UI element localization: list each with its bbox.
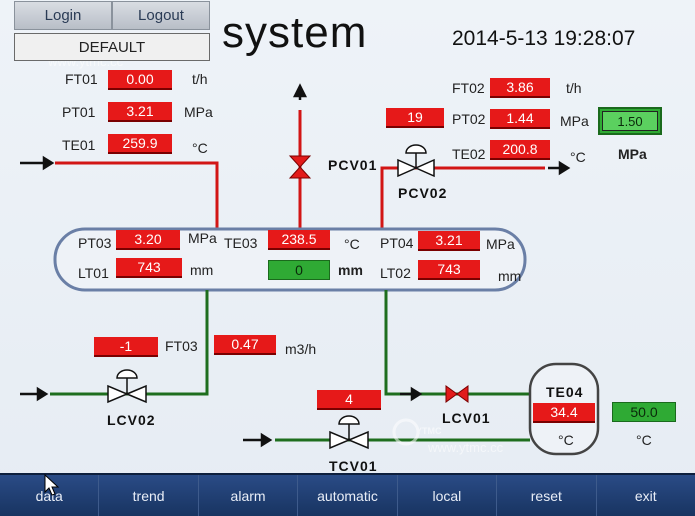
mode-display: DEFAULT (14, 33, 210, 61)
lt01-value[interactable]: 743 (116, 258, 182, 278)
pcv02-output-value[interactable]: 19 (386, 108, 444, 128)
lcv01-label: LCV01 (442, 410, 491, 426)
te03-unit: °C (344, 236, 360, 252)
pcv02-valve-icon (397, 144, 435, 178)
nav-reset-button[interactable]: reset (497, 475, 597, 516)
lcv01-valve-icon (445, 385, 469, 403)
pt03-label: PT03 (78, 235, 112, 251)
te04-setpoint-value[interactable]: 50.0 (612, 402, 676, 422)
pt03-value[interactable]: 3.20 (116, 230, 180, 250)
pt02-value[interactable]: 1.44 (490, 109, 550, 129)
logout-button[interactable]: Logout (112, 1, 210, 30)
outlet-pipe-red (380, 166, 545, 230)
nav-alarm-button[interactable]: alarm (198, 475, 299, 516)
pt04-value[interactable]: 3.21 (418, 231, 480, 251)
te02-unit: °C (570, 149, 586, 165)
pcv01-valve-icon (288, 155, 312, 179)
mouse-cursor-icon (44, 474, 60, 496)
nav-local-button[interactable]: local (397, 475, 498, 516)
lcv02-label: LCV02 (107, 412, 156, 428)
ft01-value[interactable]: 0.00 (108, 70, 172, 90)
pt01-value[interactable]: 3.21 (108, 102, 172, 122)
pt02-label: PT02 (452, 111, 486, 127)
te03-label: TE03 (224, 235, 258, 251)
pressure-setpoint-box[interactable]: 1.50 (598, 107, 662, 135)
ft02-label: FT02 (452, 80, 485, 96)
pressure-setpoint-value[interactable]: 1.50 (602, 111, 658, 131)
lcv01-pipe (384, 290, 530, 396)
ft03-value[interactable]: 0.47 (214, 335, 276, 355)
te04-value[interactable]: 34.4 (533, 403, 595, 423)
bottom-navigation: data trend alarm automatic local reset e… (0, 473, 695, 516)
page-title: system (222, 8, 368, 57)
te04-setpoint-unit: °C (636, 432, 652, 448)
tcv01-output-value[interactable]: 4 (317, 390, 381, 410)
lt02-label: LT02 (380, 265, 411, 281)
pt01-label: PT01 (62, 104, 96, 120)
pressure-setpoint-unit: MPa (618, 146, 647, 162)
te02-value[interactable]: 200.8 (490, 140, 550, 160)
svg-text:YTMC: YTMC (416, 426, 442, 436)
te01-value[interactable]: 259.9 (108, 134, 172, 154)
svg-text:www.ytmc.cc: www.ytmc.cc (427, 440, 504, 455)
pt02-unit: MPa (560, 113, 589, 129)
nav-exit-button[interactable]: exit (596, 475, 695, 516)
te01-label: TE01 (62, 137, 96, 153)
tcv01-label: TCV01 (329, 458, 378, 474)
pcv01-label: PCV01 (328, 157, 378, 173)
watermark-logo-icon-2: YTMC www.ytmc.cc (392, 418, 504, 455)
pt04-label: PT04 (380, 235, 414, 251)
ft01-unit: t/h (192, 71, 208, 87)
ft01-label: FT01 (65, 71, 98, 87)
level-setpoint-unit: mm (338, 262, 363, 278)
pt03-unit: MPa (188, 230, 217, 246)
ft02-value[interactable]: 3.86 (490, 78, 550, 98)
pt04-unit: MPa (486, 236, 515, 252)
te01-unit: °C (192, 140, 208, 156)
lcv02-pipe (50, 290, 209, 396)
te03-value[interactable]: 238.5 (268, 230, 330, 250)
te02-label: TE02 (452, 146, 486, 162)
ft02-unit: t/h (566, 80, 582, 96)
pt01-unit: MPa (184, 104, 213, 120)
login-button[interactable]: Login (14, 1, 112, 30)
datetime-display: 2014-5-13 19:28:07 (452, 27, 636, 50)
lcv02-valve-icon (107, 369, 147, 404)
pcv02-label: PCV02 (398, 185, 448, 201)
nav-trend-button[interactable]: trend (99, 475, 199, 516)
nav-automatic-button[interactable]: automatic (298, 475, 398, 516)
lt02-value[interactable]: 743 (418, 260, 480, 280)
lt02-unit: mm (498, 268, 522, 284)
ft03-unit: m3/h (285, 341, 317, 357)
ft03-label: FT03 (165, 338, 198, 354)
te04-label: TE04 (546, 384, 584, 400)
inlet-pipe-red (55, 161, 219, 230)
tcv01-valve-icon (329, 415, 369, 450)
lcv02-output-value[interactable]: -1 (94, 337, 158, 357)
lt01-unit: mm (190, 262, 214, 278)
lt01-label: LT01 (78, 265, 109, 281)
level-setpoint-value[interactable]: 0 (268, 260, 330, 280)
te04-unit: °C (558, 432, 574, 448)
